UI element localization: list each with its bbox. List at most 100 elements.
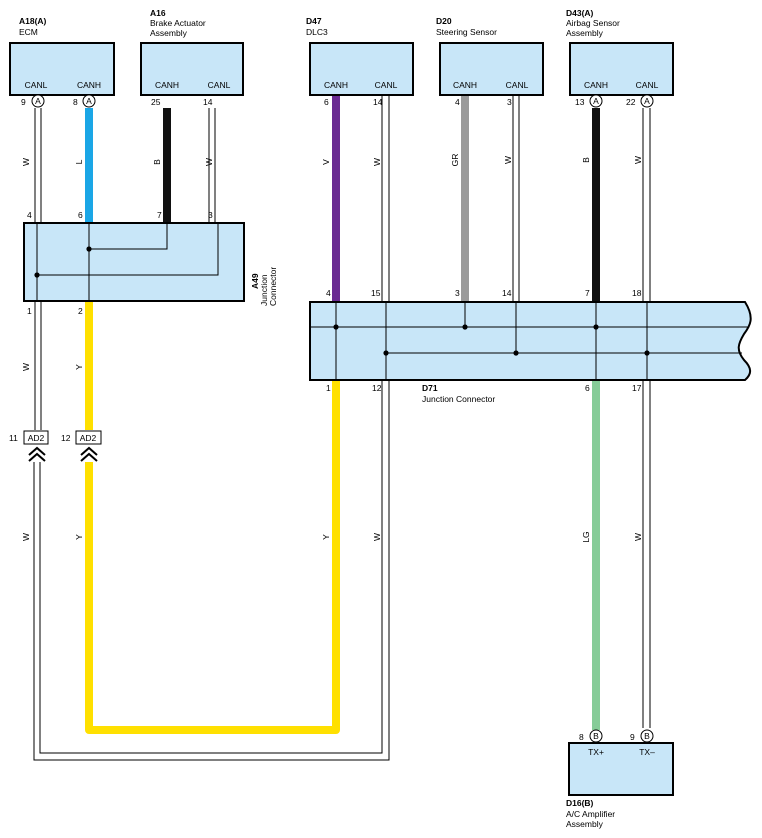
dlc3-pin-num-14: 14 bbox=[373, 97, 383, 107]
a49-splice-dot-2 bbox=[34, 272, 40, 278]
d71-junction-box bbox=[309, 301, 752, 381]
airbag-name-1: Airbag Sensor bbox=[566, 18, 620, 28]
brake-pin-label-canh: CANH bbox=[155, 80, 179, 90]
airbag-pin-num-22: 22 bbox=[626, 97, 636, 107]
steering-id: D20 bbox=[436, 16, 452, 26]
a49-bottom-pin-1: 1 bbox=[27, 306, 32, 316]
ecm-canh-connector-letter: A bbox=[86, 96, 92, 106]
d71-bottom-pin-1: 1 bbox=[326, 383, 331, 393]
ad2-2-pin: 12 bbox=[61, 433, 71, 443]
wire-label-low-w-mid: W bbox=[372, 533, 382, 541]
d71-bottom-pin-6: 6 bbox=[585, 383, 590, 393]
ac-txm-connector-letter: B bbox=[644, 731, 650, 741]
brake-pin-num-25: 25 bbox=[151, 97, 161, 107]
dlc3-pin-num-6: 6 bbox=[324, 97, 329, 107]
connector-circles-bottom: B B bbox=[589, 729, 654, 743]
ac-name-2: Assembly bbox=[566, 819, 604, 829]
wire-label-steer-canl: W bbox=[503, 156, 513, 164]
wire-label-brake-canh: B bbox=[152, 159, 162, 165]
d71-bottom-pin-17: 17 bbox=[632, 383, 642, 393]
ecm-canl-connector-circle bbox=[31, 94, 45, 108]
steering-pin-label-canh: CANH bbox=[453, 80, 477, 90]
wire-label-dlc-canh: V bbox=[321, 159, 331, 165]
ecm-pin-label-canl: CANL bbox=[25, 80, 48, 90]
dlc3-box bbox=[309, 42, 414, 96]
ac-amplifier-box bbox=[568, 742, 674, 796]
a49-top-pin-6: 6 bbox=[78, 210, 83, 220]
ac-name-1: A/C Amplifier bbox=[566, 809, 615, 819]
a49-splice-dot-1 bbox=[86, 246, 92, 252]
ecm-name: ECM bbox=[19, 27, 38, 37]
d71-top-pin-15: 15 bbox=[371, 288, 381, 298]
dlc3-pin-label-canl: CANL bbox=[375, 80, 398, 90]
dlc3-id: D47 bbox=[306, 16, 322, 26]
d71-top-pin-3: 3 bbox=[455, 288, 460, 298]
wire-label-air-canh: B bbox=[581, 157, 591, 163]
d71-top-pin-18: 18 bbox=[632, 288, 642, 298]
wire-bottom-loop-outer bbox=[33, 381, 390, 761]
ac-txp-connector-circle bbox=[589, 729, 603, 743]
airbag-canh-connector-letter: A bbox=[593, 96, 599, 106]
airbag-pin-num-13: 13 bbox=[575, 97, 585, 107]
dlc3-name: DLC3 bbox=[306, 27, 328, 37]
steering-pin-num-4: 4 bbox=[455, 97, 460, 107]
a49-id: A49 bbox=[250, 273, 260, 289]
steering-name: Steering Sensor bbox=[436, 27, 497, 37]
ac-id: D16(B) bbox=[566, 798, 594, 808]
wire-label-a49-p1: W bbox=[21, 363, 31, 371]
wire-label-a49-p2: Y bbox=[74, 364, 84, 370]
a49-junction-box bbox=[23, 222, 245, 302]
brake-name-2: Assembly bbox=[150, 28, 188, 38]
d71-top-pin-4: 4 bbox=[326, 288, 331, 298]
ecm-canl-connector-letter: A bbox=[35, 96, 41, 106]
a49-top-pin-3: 3 bbox=[208, 210, 213, 220]
a49-top-pin-7: 7 bbox=[157, 210, 162, 220]
brake-id: A16 bbox=[150, 8, 166, 18]
wire-color-labels: W L B W V W GR W B W W Y W Y Y W LG W bbox=[21, 154, 643, 543]
ecm-pin-num-8: 8 bbox=[73, 97, 78, 107]
wire-label-dlc-canl: W bbox=[372, 158, 382, 166]
ad2-connector-1: AD2 11 bbox=[9, 430, 49, 462]
ac-pin-num-8: 8 bbox=[579, 732, 584, 742]
ecm-pin-num-9: 9 bbox=[21, 97, 26, 107]
a49-internal-lines bbox=[36, 223, 219, 301]
d71-splice-dots bbox=[333, 324, 650, 356]
d71-internal-lines bbox=[310, 302, 748, 380]
connector-circles-top: A A A A bbox=[31, 94, 654, 108]
airbag-sensor-box bbox=[569, 42, 674, 96]
ac-pin-num-9: 9 bbox=[630, 732, 635, 742]
a49-name-2: Connector bbox=[268, 267, 278, 306]
d71-top-pin-7: 7 bbox=[585, 288, 590, 298]
steering-pin-num-3: 3 bbox=[507, 97, 512, 107]
dlc3-pin-label-canh: CANH bbox=[324, 80, 348, 90]
airbag-name-2: Assembly bbox=[566, 28, 604, 38]
ad2-connector-2: AD2 12 bbox=[61, 430, 102, 462]
ac-pin-label-txp: TX+ bbox=[588, 747, 604, 757]
brake-pin-num-14: 14 bbox=[203, 97, 213, 107]
steering-sensor-box bbox=[439, 42, 544, 96]
colored-wires bbox=[85, 95, 600, 734]
wire-label-air-canl: W bbox=[633, 156, 643, 164]
brake-name-1: Brake Actuator bbox=[150, 18, 206, 28]
wire-label-low-y-mid: Y bbox=[321, 534, 331, 540]
airbag-pin-label-canh: CANH bbox=[584, 80, 608, 90]
brake-actuator-box bbox=[140, 42, 244, 96]
wire-label-ac-lg: LG bbox=[581, 531, 591, 542]
d71-id: D71 bbox=[422, 383, 438, 393]
airbag-canl-connector-letter: A bbox=[644, 96, 650, 106]
ad2-2-label: AD2 bbox=[80, 433, 97, 443]
thin-wires bbox=[33, 95, 651, 761]
airbag-canl-connector-circle bbox=[640, 94, 654, 108]
airbag-id: D43(A) bbox=[566, 8, 594, 18]
wire-label-ecm-canh: L bbox=[74, 159, 84, 164]
a49-bottom-pin-2: 2 bbox=[78, 306, 83, 316]
wire-label-low-w-left: W bbox=[21, 533, 31, 541]
wire-yellow-loop bbox=[85, 381, 340, 734]
wire-label-ecm-canl: W bbox=[21, 158, 31, 166]
ac-pin-label-txm: TX– bbox=[639, 747, 655, 757]
airbag-canh-connector-circle bbox=[589, 94, 603, 108]
ecm-box bbox=[9, 42, 115, 96]
d71-name: Junction Connector bbox=[422, 394, 495, 404]
wire-label-ac-w: W bbox=[633, 533, 643, 541]
